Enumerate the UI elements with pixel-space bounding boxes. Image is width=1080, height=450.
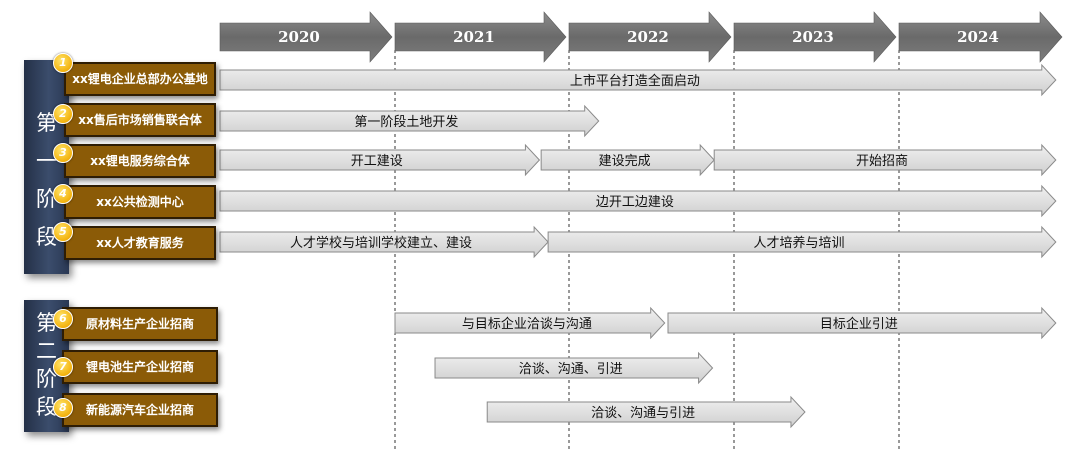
timeline-bar xyxy=(434,351,714,385)
task-label-6: 原材料生产企业招商 xyxy=(62,307,218,341)
task-label-text: 锂电池生产企业招商 xyxy=(85,360,194,374)
timeline-bar-label: 上市平台打造全面启动 xyxy=(570,73,700,89)
year-label: 2021 xyxy=(453,28,495,46)
year-arrow xyxy=(898,11,1063,63)
stage-1-char: 段 xyxy=(36,225,57,249)
timeline-bar-label: 洽谈、沟通、引进 xyxy=(519,362,623,377)
timeline-bar xyxy=(486,395,806,429)
task-label-4: xx公共检测中心 xyxy=(64,185,216,219)
timeline-bar xyxy=(219,63,1057,97)
year-arrow xyxy=(394,11,567,63)
timeline-bar-label: 与目标企业洽谈与沟通 xyxy=(462,316,592,332)
stage-1-char: 一 xyxy=(36,149,57,173)
task-label-1: xx锂电企业总部办公基地 xyxy=(64,62,216,96)
timeline-bar xyxy=(540,143,715,177)
timeline-bar xyxy=(667,306,1057,340)
task-label-text: 原材料生产企业招商 xyxy=(85,317,194,331)
task-number-badge: 2 xyxy=(53,104,73,124)
stage-2-char: 阶 xyxy=(36,367,57,391)
year-label: 2022 xyxy=(627,28,669,46)
timeline-bar xyxy=(713,143,1057,177)
year-arrow xyxy=(568,11,732,63)
task-label-2: xx售后市场销售联合体 xyxy=(64,103,216,137)
task-label-8: 新能源汽车企业招商 xyxy=(62,393,218,427)
timeline-bar-label: 目标企业引进 xyxy=(820,316,898,332)
year-arrow xyxy=(733,11,897,63)
task-label-text: xx人才教育服务 xyxy=(96,236,184,250)
timeline-bar xyxy=(219,104,600,138)
year-label: 2020 xyxy=(278,28,320,46)
task-label-text: xx售后市场销售联合体 xyxy=(78,113,202,127)
task-number-badge: 5 xyxy=(53,222,73,242)
task-number-badge: 6 xyxy=(53,309,73,329)
timeline-bar xyxy=(219,184,1057,218)
task-number-badge: 8 xyxy=(53,398,73,418)
timeline-bar xyxy=(219,225,549,259)
task-label-3: xx锂电服务综合体 xyxy=(64,144,216,178)
task-number-badge: 1 xyxy=(53,53,73,73)
stage-1-char: 阶 xyxy=(36,187,57,211)
timeline-bar-label: 洽谈、沟通与引进 xyxy=(591,406,695,421)
task-number-badge: 4 xyxy=(53,184,73,204)
timeline-bar xyxy=(394,306,666,340)
timeline-bar-label: 边开工边建设 xyxy=(596,195,674,210)
year-label: 2023 xyxy=(792,28,834,46)
timeline-bar-label: 开工建设 xyxy=(351,154,403,169)
timeline-bar-label: 人才学校与培训学校建立、建设 xyxy=(290,235,472,251)
timeline-bar-label: 人才培养与培训 xyxy=(753,235,844,251)
task-label-5: xx人才教育服务 xyxy=(64,226,216,260)
timeline-bar-label: 建设完成 xyxy=(599,154,651,169)
stage-2-char: 二 xyxy=(36,339,57,363)
year-arrow xyxy=(219,11,393,63)
task-label-text: xx公共检测中心 xyxy=(96,195,184,209)
timeline-bar xyxy=(219,143,541,177)
task-number-badge: 7 xyxy=(53,357,73,377)
task-label-7: 锂电池生产企业招商 xyxy=(62,350,218,384)
year-label: 2024 xyxy=(957,28,999,46)
timeline-bar-label: 第一阶段土地开发 xyxy=(354,114,458,130)
stage-2-char: 第 xyxy=(36,311,57,335)
timeline-bar-label: 开始招商 xyxy=(856,154,908,169)
task-label-text: 新能源汽车企业招商 xyxy=(85,403,194,417)
stage-2-char: 段 xyxy=(36,395,57,419)
timeline-bar xyxy=(547,225,1057,259)
stage-1-char: 第 xyxy=(36,111,57,135)
task-number-badge: 3 xyxy=(53,143,73,163)
task-label-text: xx锂电服务综合体 xyxy=(90,154,190,168)
task-label-text: xx锂电企业总部办公基地 xyxy=(72,72,208,86)
